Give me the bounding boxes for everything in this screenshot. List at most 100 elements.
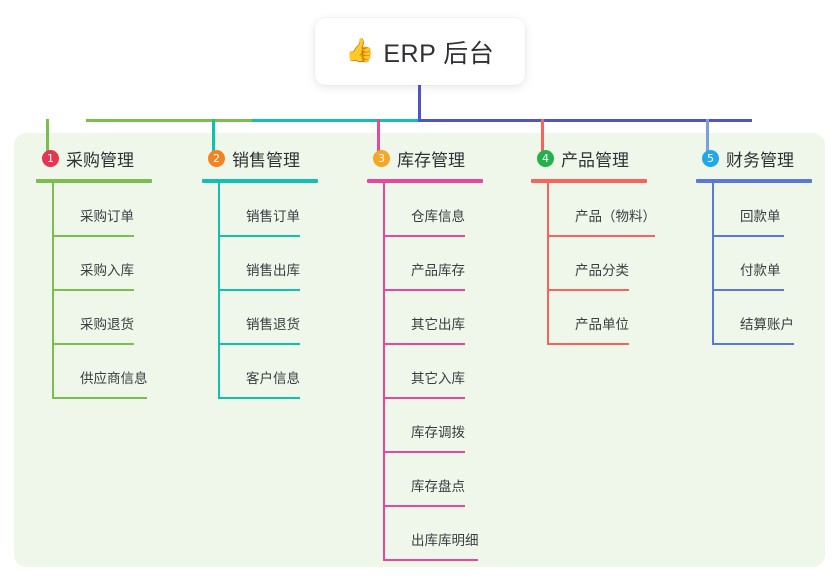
leaf-label: 仓库信息 [411, 209, 465, 224]
drop-connector-5 [706, 119, 709, 156]
column-header-5[interactable]: 5 财务管理 [696, 146, 812, 170]
bus-segment-1 [86, 119, 252, 122]
bus-segment-3 [418, 119, 752, 122]
leaf-underline [383, 289, 465, 291]
leaf-node[interactable]: 其它出库 [383, 291, 483, 345]
leaf-underline [712, 235, 784, 237]
column-underline-3 [367, 179, 483, 183]
leaf-label: 出库库明细 [411, 533, 479, 548]
leaf-label: 产品单位 [575, 317, 629, 332]
leaf-node[interactable]: 产品单位 [547, 291, 647, 345]
column-underline-4 [531, 179, 647, 183]
leaf-underline [52, 235, 134, 237]
leaf-underline [218, 397, 300, 399]
leaf-label: 其它出库 [411, 317, 465, 332]
column-title-4: 产品管理 [561, 150, 629, 170]
leaf-label: 产品（物料） [575, 209, 656, 224]
leaf-node[interactable]: 付款单 [712, 237, 812, 291]
branch-spine-2 [218, 183, 220, 399]
leaf-node[interactable]: 产品（物料） [547, 183, 656, 237]
leaf-node[interactable]: 采购退货 [52, 291, 152, 345]
thumbs-up-icon: 👍 [345, 38, 375, 64]
leaf-underline [383, 451, 465, 453]
leaf-node[interactable]: 客户信息 [218, 345, 318, 399]
column-branch-2: 销售订单销售出库销售退货客户信息 [202, 183, 318, 399]
column-title-3: 库存管理 [397, 150, 465, 170]
leaf-label: 回款单 [740, 209, 781, 224]
column-branch-5: 回款单付款单结算账户 [696, 183, 812, 345]
root-stem-connector [418, 85, 421, 121]
leaf-node[interactable]: 库存盘点 [383, 453, 483, 507]
column-underline-2 [202, 179, 318, 183]
leaf-node[interactable]: 销售出库 [218, 237, 318, 291]
root-node-label: ERP 后台 [383, 39, 495, 68]
leaf-node[interactable]: 库存调拨 [383, 399, 483, 453]
root-node-content: 👍 ERP 后台 [346, 34, 495, 70]
leaf-underline [52, 289, 134, 291]
drop-connector-4 [541, 119, 544, 156]
leaf-label: 其它入库 [411, 371, 465, 386]
leaf-underline [547, 235, 655, 237]
column-title-2: 销售管理 [232, 150, 300, 170]
leaf-label: 供应商信息 [80, 371, 148, 386]
leaf-node[interactable]: 销售退货 [218, 291, 318, 345]
leaf-label: 库存调拨 [411, 425, 465, 440]
column-title-5: 财务管理 [726, 150, 794, 170]
leaf-underline [712, 343, 794, 345]
leaf-underline [383, 343, 465, 345]
leaf-underline [547, 289, 629, 291]
column-4: 4 产品管理产品（物料） 产品分类产品单位 [531, 146, 656, 345]
column-branch-4: 产品（物料） 产品分类产品单位 [531, 183, 656, 345]
column-branch-3: 仓库信息产品库存其它出库其它入库库存调拨库存盘点出库库明细 [367, 183, 483, 561]
leaf-node[interactable]: 供应商信息 [52, 345, 152, 399]
bus-segment-2 [252, 119, 418, 122]
leaf-underline [218, 343, 300, 345]
branch-spine-3 [383, 183, 385, 561]
leaf-underline [218, 235, 300, 237]
branch-spine-1 [52, 183, 54, 399]
root-node[interactable]: 👍 ERP 后台 [315, 18, 525, 85]
column-header-4[interactable]: 4 产品管理 [531, 146, 647, 170]
branch-spine-5 [712, 183, 714, 345]
leaf-node[interactable]: 仓库信息 [383, 183, 483, 237]
leaf-node[interactable]: 产品库存 [383, 237, 483, 291]
leaf-label: 采购退货 [80, 317, 134, 332]
column-branch-1: 采购订单采购入库采购退货供应商信息 [36, 183, 152, 399]
leaf-label: 结算账户 [740, 317, 794, 332]
leaf-underline [383, 505, 465, 507]
leaf-node[interactable]: 采购入库 [52, 237, 152, 291]
drop-connector-3 [377, 119, 380, 156]
column-header-2[interactable]: 2 销售管理 [202, 146, 318, 170]
leaf-node[interactable]: 出库库明细 [383, 507, 483, 561]
leaf-node[interactable]: 销售订单 [218, 183, 318, 237]
leaf-node[interactable]: 其它入库 [383, 345, 483, 399]
leaf-label: 库存盘点 [411, 479, 465, 494]
column-badge-2: 2 [208, 149, 225, 167]
branch-spine-4 [547, 183, 549, 345]
column-badge-4: 4 [537, 149, 554, 167]
leaf-underline [712, 289, 784, 291]
leaf-label: 产品分类 [575, 263, 629, 278]
leaf-node[interactable]: 回款单 [712, 183, 812, 237]
leaf-label: 销售订单 [246, 209, 300, 224]
column-underline-1 [36, 179, 152, 183]
leaf-underline [383, 559, 478, 561]
column-title-1: 采购管理 [66, 150, 134, 170]
leaf-node[interactable]: 产品分类 [547, 237, 647, 291]
leaf-label: 客户信息 [246, 371, 300, 386]
leaf-label: 产品库存 [411, 263, 465, 278]
leaf-label: 采购入库 [80, 263, 134, 278]
leaf-underline [383, 397, 465, 399]
column-badge-5: 5 [702, 149, 719, 167]
leaf-label: 销售出库 [246, 263, 300, 278]
leaf-label: 销售退货 [246, 317, 300, 332]
leaf-node[interactable]: 采购订单 [52, 183, 152, 237]
leaf-underline [218, 289, 300, 291]
column-5: 5 财务管理回款单付款单结算账户 [696, 146, 812, 345]
leaf-node[interactable]: 结算账户 [712, 291, 812, 345]
diagram-panel [14, 133, 825, 567]
